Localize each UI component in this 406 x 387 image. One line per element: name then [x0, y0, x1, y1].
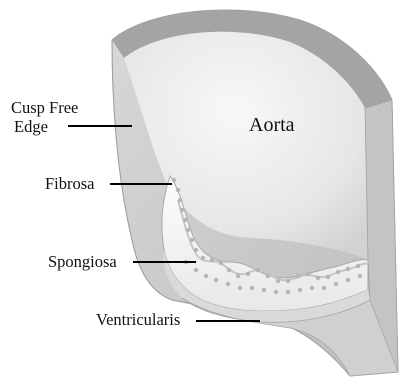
spongiosa-label: Spongiosa: [48, 252, 117, 271]
fibrosa-label: Fibrosa: [45, 174, 95, 193]
ventricularis-leader: [196, 320, 260, 322]
cusp-free-edge-label-line2: Edge: [14, 117, 48, 136]
cusp-free-edge-label-line1: Cusp Free: [11, 98, 78, 117]
fibrosa-leader: [110, 183, 172, 185]
aorta-label: Aorta: [249, 114, 295, 136]
spongiosa-leader: [133, 261, 196, 263]
cusp-free-edge-leader: [68, 125, 132, 127]
ventricularis-label: Ventricularis: [96, 310, 180, 329]
